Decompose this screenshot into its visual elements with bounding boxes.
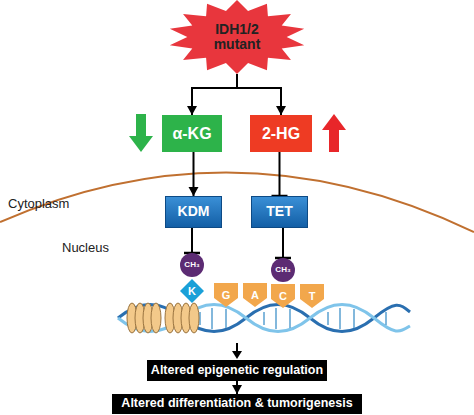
region-label: Cytoplasm xyxy=(8,196,69,211)
metabolite-box: α-KG xyxy=(162,115,222,152)
inhibition-line xyxy=(184,228,200,253)
flow-arrow xyxy=(189,152,199,196)
inhibition-line xyxy=(275,228,291,258)
node-text: CH₃ xyxy=(275,266,290,275)
base-pentagon: G xyxy=(214,283,238,307)
node-text: CH₃ xyxy=(184,261,199,270)
nucleosome xyxy=(127,303,199,333)
enzyme-box: TET xyxy=(251,196,308,228)
node-text: Altered epigenetic regulation xyxy=(151,364,323,378)
flow-arrow xyxy=(237,74,286,115)
lysine-diamond: K xyxy=(180,279,204,303)
node-text: TET xyxy=(266,204,292,219)
enzyme-box: KDM xyxy=(165,196,222,228)
node-text: KDM xyxy=(178,204,210,219)
base-pentagon: A xyxy=(243,283,267,307)
node-text: 2-HG xyxy=(262,125,300,143)
base-pentagon: T xyxy=(300,284,324,308)
mutation-burst: IDH1/2 mutant xyxy=(168,0,306,74)
node-text: T xyxy=(309,290,316,302)
base-pentagon: C xyxy=(271,284,295,308)
metabolite-box: 2-HG xyxy=(250,115,312,152)
dna-helix xyxy=(118,305,410,332)
region-label: Nucleus xyxy=(62,240,109,255)
inhibition-line xyxy=(272,152,288,196)
flow-arrow xyxy=(187,74,237,115)
node-text: C xyxy=(279,290,287,302)
node-text: A xyxy=(251,289,259,301)
increase-arrow xyxy=(322,114,346,152)
node-text: α-KG xyxy=(172,125,211,143)
outcome-box: Altered differentiation & tumorigenesis xyxy=(112,394,362,414)
flow-arrow xyxy=(232,381,242,394)
node-text: Altered differentiation & tumorigenesis xyxy=(121,397,352,411)
node-text: K xyxy=(188,285,196,297)
node-text: IDH1/2 mutant xyxy=(202,22,272,53)
flow-arrow xyxy=(232,343,242,359)
nuclear-membrane xyxy=(0,172,474,232)
methyl-circle: CH₃ xyxy=(180,253,204,277)
methyl-circle: CH₃ xyxy=(271,258,295,282)
node-text: G xyxy=(222,289,231,301)
outcome-box: Altered epigenetic regulation xyxy=(147,360,327,381)
decrease-arrow xyxy=(129,114,153,152)
